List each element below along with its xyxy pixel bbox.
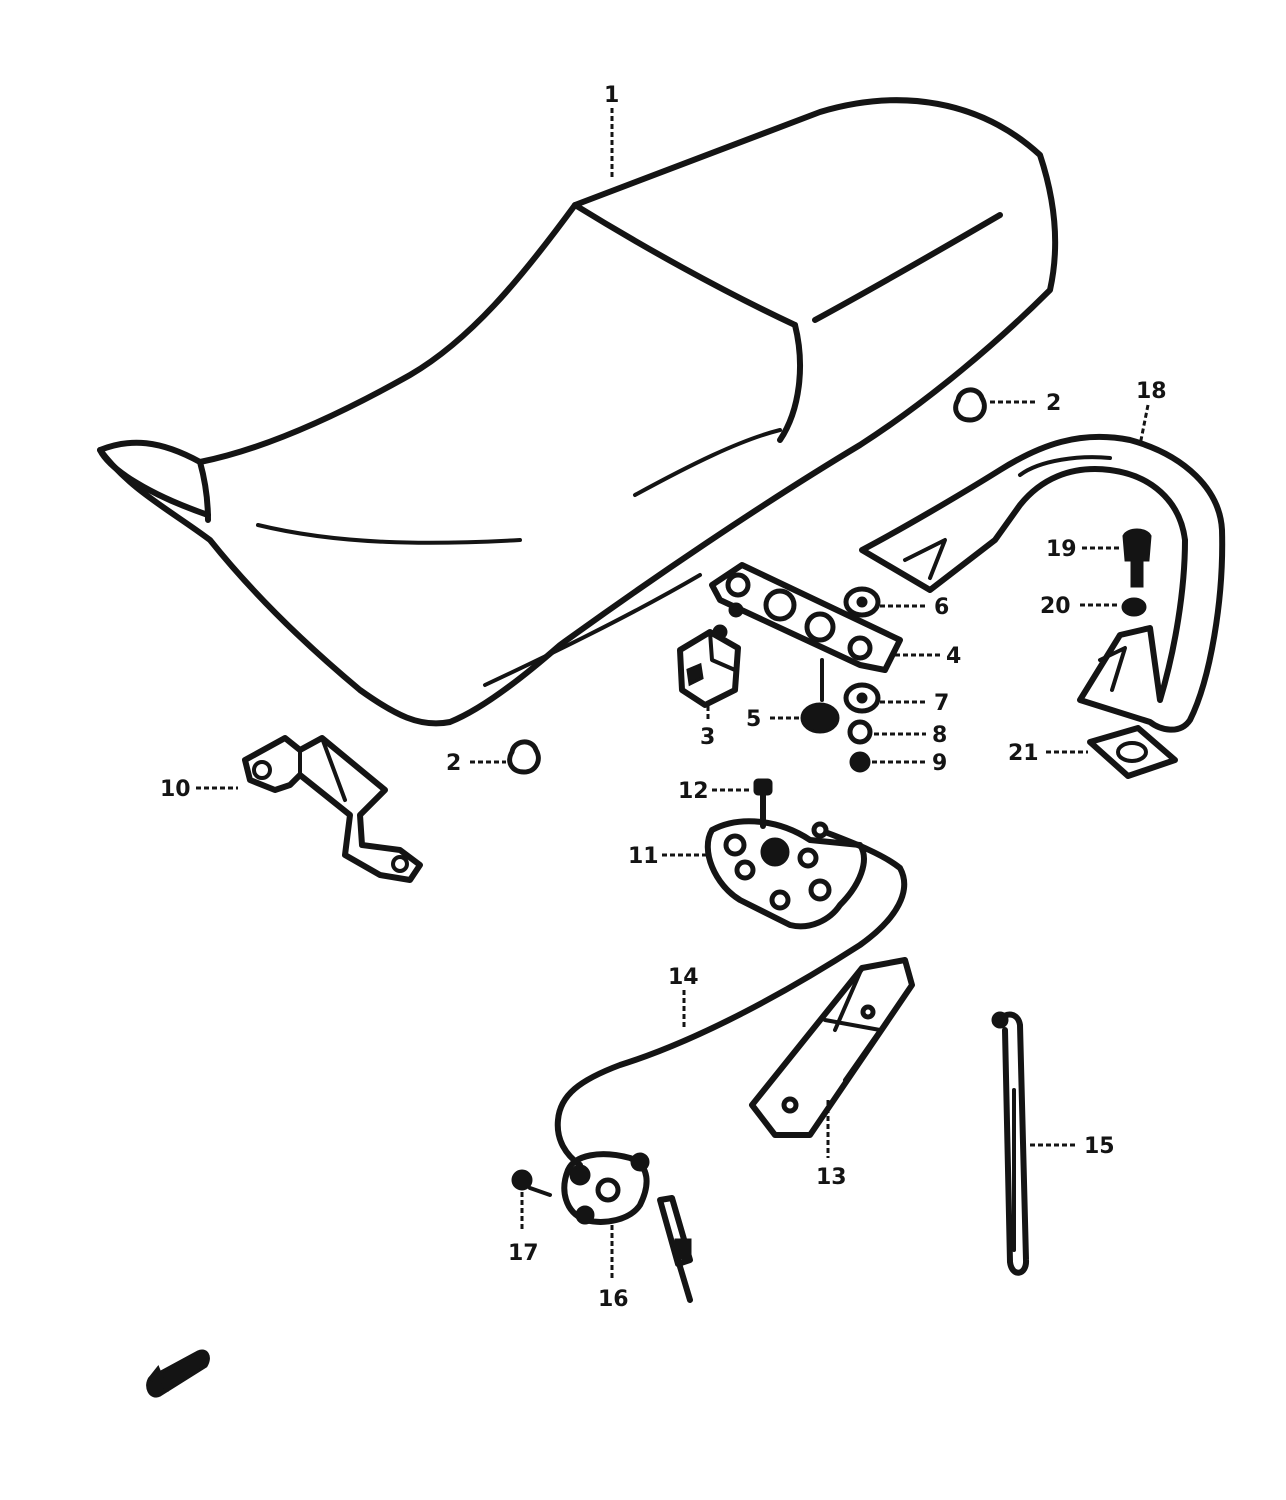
callout-10: 10 [160,777,191,802]
bracket-part-10: 10 [160,735,423,883]
callout-4: 4 [946,644,961,669]
callout-2-lower: 2 [446,751,461,776]
washer-part-20: 20 [1040,594,1147,619]
callout-21: 21 [1008,741,1039,766]
front-direction-arrow-icon [146,1349,210,1398]
callout-20: 20 [1040,594,1071,619]
screw-part-17: 17 [508,1169,552,1266]
cushion-part-2-upper: 2 [953,387,1061,423]
callout-6: 6 [934,595,949,620]
clip-part-3: 3 [677,624,741,750]
cable-part-14: 14 [554,821,908,1168]
lock-part-16: 16 [561,1151,693,1312]
callout-8: 8 [932,723,947,748]
callout-12: 12 [678,779,709,804]
callout-18: 18 [1136,379,1167,404]
callout-3: 3 [700,725,715,750]
rod-part-15: 15 [991,1011,1115,1276]
cushion-part-5: 5 [746,702,840,734]
pad-part-21: 21 [1008,725,1178,779]
plate-part-4: 4 [709,562,961,702]
callout-9: 9 [932,751,947,776]
cushion-part-2-lower: 2 [446,739,541,776]
nut-part-8: 8 [847,719,947,748]
holder-part-13: 13 [749,957,915,1190]
washer-part-6: 6 [843,586,949,620]
callout-19: 19 [1046,537,1077,562]
grab-rail-part-18: 18 [859,379,1226,733]
bolt-part-19: 19 [1046,528,1152,588]
bolt-part-12: 12 [678,778,773,829]
callout-2-upper: 2 [1046,391,1061,416]
callout-17: 17 [508,1241,539,1266]
callout-5: 5 [746,707,761,732]
callout-16: 16 [598,1287,629,1312]
nut-part-9: 9 [849,751,947,776]
callout-11: 11 [628,844,659,869]
seat-part-1: 1 [97,83,1059,727]
callout-14: 14 [668,965,699,990]
callout-13: 13 [816,1165,847,1190]
callout-15: 15 [1084,1134,1115,1159]
washer-part-7: 7 [843,682,949,716]
callout-7: 7 [934,691,949,716]
callout-1: 1 [604,83,619,108]
lock-base-part-11: 11 [628,818,867,930]
